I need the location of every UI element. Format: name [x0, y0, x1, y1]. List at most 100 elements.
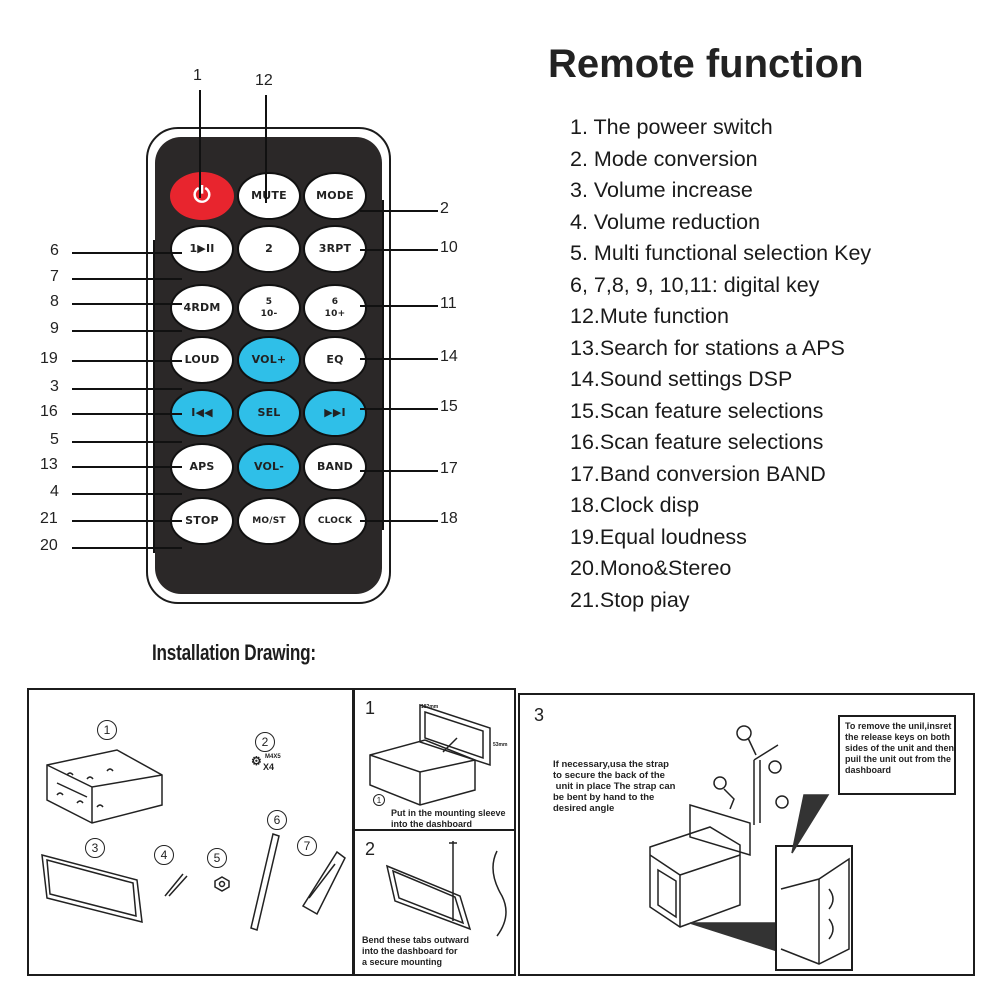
play-pause-button[interactable]: 1▶II: [170, 225, 234, 273]
key-6-button[interactable]: 6 10+: [303, 284, 367, 332]
remote-function-title: Remote function: [548, 42, 864, 86]
part-marker-1: 1: [97, 720, 117, 740]
callout-line-18: [360, 520, 438, 522]
rpt-button-label: 3RPT: [318, 242, 352, 255]
vol-down-button[interactable]: VOL-: [237, 443, 301, 491]
callout-label-5: 5: [50, 431, 59, 448]
release-key-drawing: [301, 850, 346, 916]
mode-button[interactable]: MODE: [303, 172, 367, 220]
step-1-panel: 1 182mm 53mm 1 Put in the mounting sleev…: [353, 688, 516, 831]
key-5-button[interactable]: 5 10-: [237, 284, 301, 332]
eq-button[interactable]: EQ: [303, 336, 367, 384]
callout-label-17: 17: [440, 460, 458, 477]
left-guide-line: [153, 240, 155, 553]
callout-line-13: [72, 466, 182, 468]
callout-label-21: 21: [40, 510, 58, 527]
callout-label-4: 4: [50, 483, 59, 500]
function-item: 1. The poweer switch: [570, 115, 773, 139]
right-guide-line: [382, 200, 384, 530]
prev-button-label: I◀◀: [191, 406, 213, 419]
step-3-caption: If necessary,usa the strap to secure the…: [553, 759, 676, 814]
function-item: 14.Sound settings DSP: [570, 367, 793, 391]
eq-button-label: EQ: [326, 353, 344, 366]
rpt-button[interactable]: 3RPT: [303, 225, 367, 273]
step-3-panel: 3 If necessary,usa the strap to secure t…: [518, 693, 975, 976]
callout-line-17: [360, 470, 438, 472]
callout-line-8: [72, 303, 182, 305]
next-button-label: ▶▶I: [324, 406, 346, 419]
step-3-detail-drawing: [780, 857, 850, 965]
vol-up-button[interactable]: VOL+: [237, 336, 301, 384]
function-item: 12.Mute function: [570, 304, 729, 328]
mute-button[interactable]: MUTE: [237, 172, 301, 220]
key-6-button-label: 6 10+: [324, 297, 346, 319]
callout-line-11: [360, 305, 438, 307]
callout-label-7: 7: [50, 268, 59, 285]
callout-line-4: [72, 493, 182, 495]
function-item: 5. Multi functional selection Key: [570, 241, 872, 265]
function-item: 2. Mode conversion: [570, 146, 758, 171]
part-marker-5: 5: [207, 848, 227, 868]
mo-st-button[interactable]: MO/ST: [237, 497, 301, 545]
part-marker-2: 2: [255, 732, 275, 752]
dimension-height: 53mm: [493, 742, 508, 748]
function-item: 16.Scan feature selections: [570, 430, 824, 454]
callout-line-19: [72, 360, 182, 362]
part-marker-4: 4: [154, 845, 174, 865]
next-button[interactable]: ▶▶I: [303, 389, 367, 437]
callout-label-1: 1: [193, 67, 202, 84]
band-button-label: BAND: [316, 460, 354, 473]
function-item: 15.Scan feature selections: [570, 398, 824, 423]
band-button[interactable]: BAND: [303, 443, 367, 491]
clock-button-label: CLOCK: [317, 516, 353, 526]
callout-line-5: [72, 441, 182, 443]
callout-line-16: [72, 413, 182, 415]
callout-line-9: [72, 330, 182, 332]
removal-note-box: To remove the unil,insret the release ke…: [838, 715, 956, 795]
step-2-drawing: [385, 841, 507, 937]
trim-frame-drawing: [41, 853, 143, 923]
installation-title: Installation Drawing:: [152, 640, 316, 665]
function-item: 4. Volume reduction: [570, 209, 761, 234]
key-5-button-label: 5 10-: [260, 297, 278, 319]
callout-label-12: 12: [255, 72, 273, 89]
power-button[interactable]: ⏻: [170, 172, 234, 220]
key-2-button-label: 2: [265, 242, 273, 255]
key-2-button[interactable]: 2: [237, 225, 301, 273]
screw-quantity: X4: [263, 762, 275, 772]
clock-button[interactable]: CLOCK: [303, 497, 367, 545]
mode-button-label: MODE: [316, 189, 354, 202]
loud-button-label: LOUD: [184, 353, 220, 366]
step-1-drawing: [369, 703, 491, 806]
callout-label-16: 16: [40, 403, 58, 420]
sel-button-label: SEL: [257, 406, 281, 419]
callout-label-10: 10: [440, 239, 458, 256]
power-button-label: ⏻: [193, 183, 211, 208]
step-2-caption: Bend these tabs outward into the dashboa…: [362, 935, 470, 967]
step-3-detail-inset: [775, 845, 853, 971]
function-item: 6, 7,8, 9, 10,11: digital key: [570, 272, 820, 297]
rdm-button-label: 4RDM: [183, 301, 221, 314]
step-3-number: 3: [534, 705, 545, 725]
callout-label-19: 19: [40, 350, 58, 367]
part-marker-3: 3: [85, 838, 105, 858]
rdm-button[interactable]: 4RDM: [170, 284, 234, 332]
step-2-panel: 2 Bend these tabs outward into the dashb…: [353, 829, 516, 976]
sel-button[interactable]: SEL: [237, 389, 301, 437]
stop-button-label: STOP: [185, 514, 219, 527]
callout-line-12: [265, 95, 267, 203]
play-pause-button-label: 1▶II: [189, 242, 215, 255]
step-1-number: 1: [365, 698, 376, 718]
callout-line-10: [360, 249, 438, 251]
function-item: 19.Equal loudness: [570, 524, 747, 549]
aps-button-label: APS: [189, 460, 215, 473]
callout-line-2: [360, 210, 438, 212]
step-2-number: 2: [365, 839, 376, 859]
callout-label-20: 20: [40, 537, 58, 554]
mo-st-button-label: MO/ST: [252, 516, 286, 526]
callout-label-6: 6: [50, 242, 59, 259]
dimension-width: 182mm: [421, 704, 439, 710]
callout-label-2: 2: [440, 200, 449, 217]
callout-label-3: 3: [50, 378, 59, 395]
